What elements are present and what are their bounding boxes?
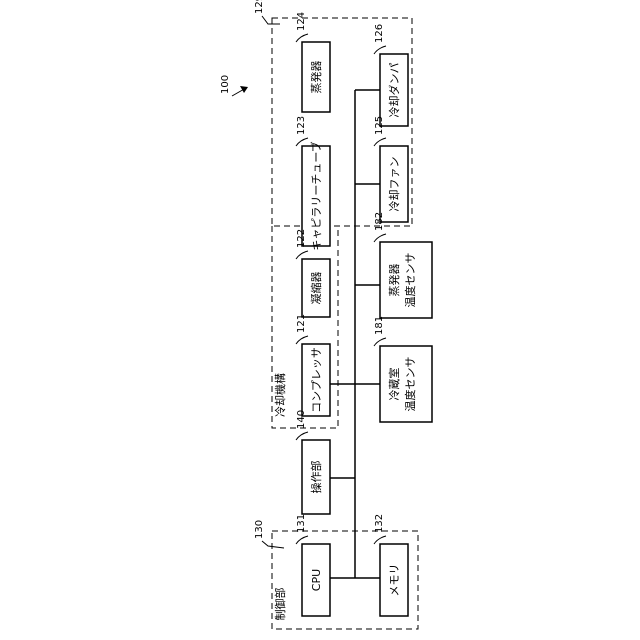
ref-condenser: 122 — [296, 229, 307, 248]
ref-operation: 140 — [296, 410, 307, 429]
ref-cooling-group: 129 — [254, 0, 265, 14]
ref-fridge-sensor: 181 — [374, 316, 385, 335]
operation-unit-label: 操作部 — [309, 461, 323, 494]
capillary-tube-label: キャピラリーチューブ — [309, 141, 323, 250]
overall-reference-arrow — [232, 86, 248, 96]
ref-evaporator: 124 — [296, 12, 307, 31]
evaporator-sensor-line1: 蒸発器 — [387, 264, 401, 297]
memory-label: メモリ — [388, 564, 401, 597]
ref-overall: 100 — [220, 75, 231, 94]
ref-compressor: 121 — [296, 314, 307, 333]
compressor-label: コンプレッサ — [310, 347, 323, 413]
ref-memory: 132 — [374, 514, 385, 533]
ref-cpu: 131 — [296, 514, 307, 533]
ref-evaporator-sensor: 182 — [374, 212, 385, 231]
fridge-sensor-line1: 冷蔵室 — [387, 368, 401, 401]
condenser-label: 凝縮器 — [309, 272, 323, 305]
cooling-fan-label: 冷却ファン — [388, 157, 401, 212]
control-group-title: 制御部 — [273, 588, 287, 621]
ref-fan: 125 — [374, 116, 385, 135]
ref-control-group: 130 — [254, 520, 265, 539]
ref-capillary: 123 — [296, 116, 307, 135]
cooling-damper-label: 冷却ダンパ — [387, 63, 401, 118]
evaporator-label: 蒸発器 — [309, 61, 323, 94]
cooling-group-title: 冷却機構 — [273, 373, 287, 417]
evaporator-sensor-line2: 温度センサ — [403, 253, 417, 308]
cpu-label: CPU — [310, 569, 323, 591]
fridge-sensor-line2: 温度センサ — [403, 357, 417, 412]
ref-damper: 126 — [374, 24, 385, 43]
